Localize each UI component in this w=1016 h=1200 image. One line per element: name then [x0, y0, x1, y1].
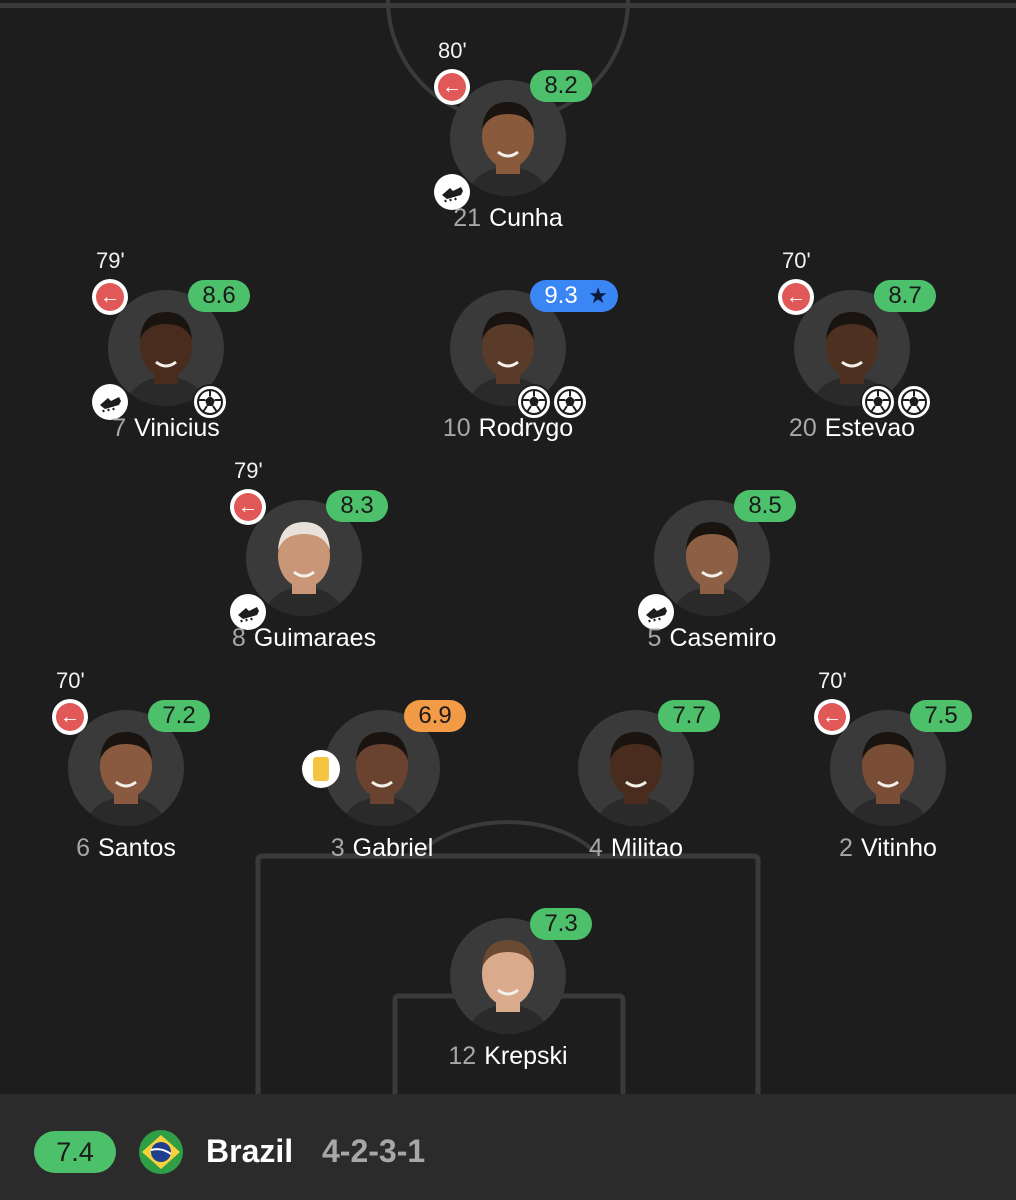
player-rating-badge: 7.3 [530, 908, 592, 940]
substitution-minute: 70' [56, 668, 85, 693]
substitution-minute: 70' [782, 248, 811, 273]
player-number: 7 [112, 414, 127, 442]
player-name: Krepski [484, 1042, 568, 1070]
substitution-minute: 80' [438, 38, 467, 63]
team-rating-badge: 7.4 [34, 1131, 116, 1173]
player-photo[interactable] [450, 290, 566, 406]
player-name: Santos [98, 834, 176, 862]
player-rating-badge: 7.2 [148, 700, 210, 732]
assist-boot-icon [638, 594, 674, 630]
brazil-flag-icon [139, 1130, 183, 1174]
substitution-minute: 70' [818, 668, 847, 693]
player-name: Militao [610, 834, 684, 862]
player-number: 6 [76, 834, 91, 862]
player-name: Casemiro [669, 624, 777, 652]
player-name: Vitinho [860, 834, 937, 862]
player-rating-badge: 6.9 [404, 700, 466, 732]
player-rating-badge: 8.6 [188, 280, 250, 312]
team-name: Brazil [206, 1133, 294, 1169]
player-photo[interactable] [830, 710, 946, 826]
assist-boot-icon [230, 594, 266, 630]
player-rating-badge: 8.2 [530, 70, 592, 102]
substitution-arrow-icon: ← [778, 279, 814, 315]
player-number: 12 [448, 1042, 477, 1070]
substitution-arrow-icon: ← [52, 699, 88, 735]
player-photo[interactable] [324, 710, 440, 826]
player-name: Guimaraes [253, 624, 377, 652]
player-name: Vinicius [134, 414, 220, 442]
goal-ball-icon [192, 384, 228, 420]
player-name: Gabriel [352, 834, 434, 862]
player-number: 21 [453, 204, 482, 232]
player-rating-badge: 8.5 [734, 490, 796, 522]
player-name: Rodrygo [478, 414, 574, 442]
goal-ball-icon [516, 384, 552, 420]
player-photo[interactable] [578, 710, 694, 826]
substitution-arrow-icon: ← [92, 279, 128, 315]
goal-ball-icon [896, 384, 932, 420]
player-number: 2 [839, 834, 853, 862]
player-name: Cunha [489, 204, 563, 232]
player-photo[interactable] [246, 500, 362, 616]
player-rating-badge: 7.5 [910, 700, 972, 732]
player-rating-badge: 8.7 [874, 280, 936, 312]
player-rating-badge: 7.7 [658, 700, 720, 732]
player-name: Estevao [824, 414, 916, 442]
player-number: 8 [231, 624, 246, 652]
player-number: 10 [442, 414, 471, 442]
assist-boot-icon [92, 384, 128, 420]
goal-ball-icon [552, 384, 588, 420]
yellow-card-icon [302, 750, 340, 788]
player-number: 3 [330, 834, 345, 862]
player-number: 4 [588, 834, 603, 862]
star-icon: ★ [588, 283, 608, 308]
team-formation: 4-2-3-1 [322, 1133, 426, 1169]
substitution-arrow-icon: ← [434, 69, 470, 105]
player-number: 20 [788, 414, 817, 442]
player-number: 5 [647, 624, 662, 652]
substitution-minute: 79' [96, 248, 125, 273]
player-rating-badge: 8.3 [326, 490, 388, 522]
substitution-arrow-icon: ← [814, 699, 850, 735]
substitution-minute: 79' [234, 458, 263, 483]
substitution-arrow-icon: ← [230, 489, 266, 525]
goal-ball-icon [860, 384, 896, 420]
assist-boot-icon [434, 174, 470, 210]
player-rating-badge: 9.3★ [530, 280, 618, 312]
